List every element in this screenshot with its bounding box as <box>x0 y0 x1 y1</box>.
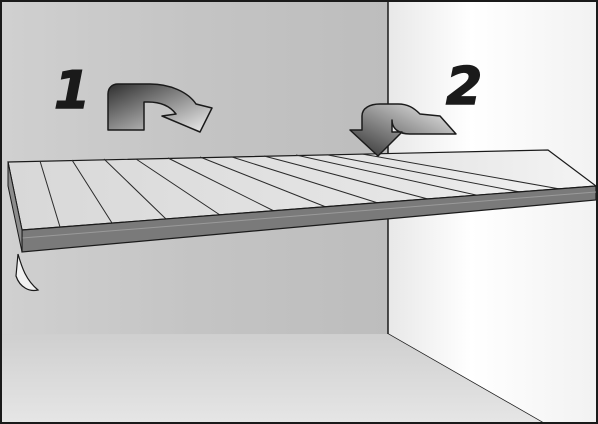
right-side-wall <box>388 2 596 424</box>
left-door-seal <box>15 253 40 292</box>
shelf-left-side <box>7 161 23 253</box>
shelf-slat <box>39 160 61 228</box>
shelf-slat <box>263 155 429 200</box>
shelf-slat <box>199 156 327 208</box>
step1-arrow-icon <box>107 83 213 133</box>
shelf-slat <box>71 159 113 224</box>
shelf-edge-highlight <box>21 191 597 239</box>
shelf-slat <box>327 154 521 193</box>
shelf-slat <box>231 156 379 204</box>
step2-arrow-icon <box>349 103 457 157</box>
shelf-slat <box>167 157 275 212</box>
shelf-slat <box>361 153 561 190</box>
floor <box>2 334 545 424</box>
shelf-slat <box>103 158 167 220</box>
shelf-slat <box>295 154 477 196</box>
step2-label: 2 <box>446 57 482 117</box>
step1-label: 1 <box>54 61 90 121</box>
shelf-slat <box>135 158 221 216</box>
